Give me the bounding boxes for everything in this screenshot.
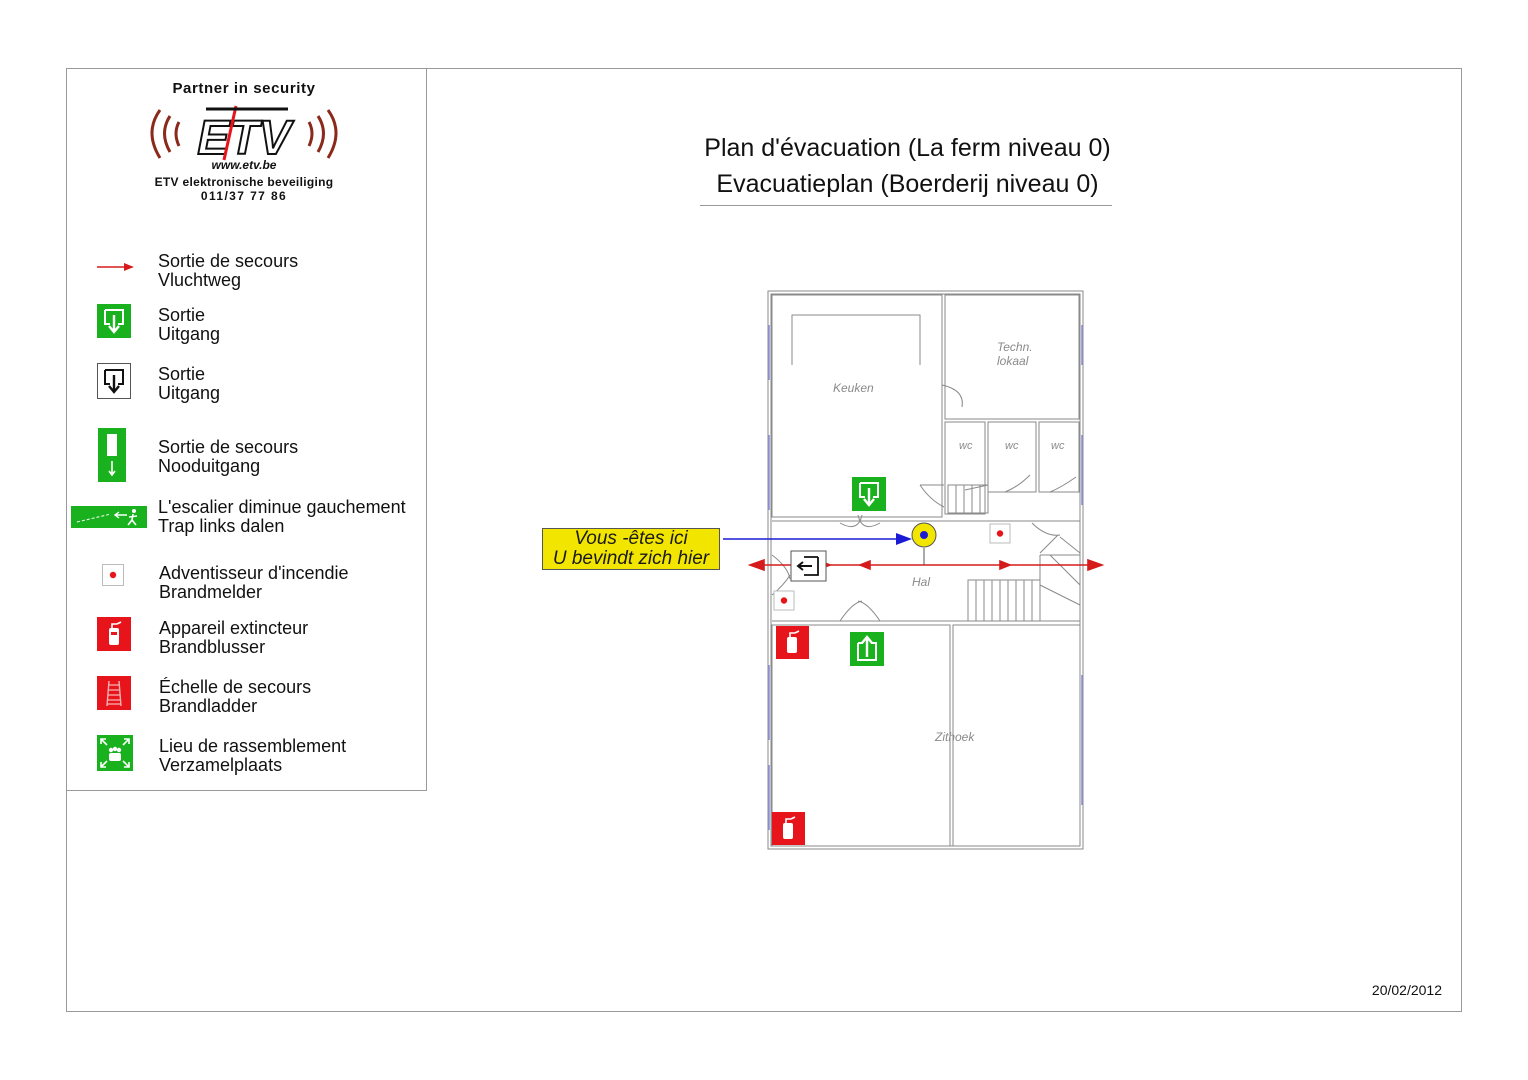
legend-item-label: Adventisseur d'incendie (159, 563, 349, 583)
legend-item-sublabel: Uitgang (158, 383, 221, 403)
you-are-here-marker (911, 522, 937, 565)
legend-item-exit-green: Sortie Uitgang (66, 304, 427, 354)
you-are-here-fr: Vous -êtes ici (574, 528, 688, 549)
you-are-here-nl: U bevindt zich hier (552, 548, 710, 569)
fire-extinguisher-icon (97, 617, 131, 651)
legend-item-sublabel: Brandmelder (159, 582, 263, 602)
logo-mark-text: ETV (197, 112, 294, 162)
etv-logo-mark: ETV (150, 105, 338, 162)
legend-item-extinguisher: Appareil extincteur Brandblusser (66, 617, 427, 667)
legend-item-assembly: Lieu de rassemblement Verzamelplaats (66, 735, 427, 785)
logo-website: www.etv.be (211, 158, 277, 172)
legend-item-stairs: L'escalier diminue gauchement Trap links… (66, 498, 427, 548)
legend-item-sublabel: Vluchtweg (158, 270, 242, 290)
legend-item-label: Appareil extincteur (159, 618, 309, 638)
legend-item-label: L'escalier diminue gauchement (158, 497, 406, 517)
fire-alarm-button-icon (102, 564, 124, 586)
fire-extinguisher-icon (776, 626, 809, 659)
exit-sign-green-icon (850, 632, 884, 666)
logo-company: ETV elektronische beveiliging (154, 175, 334, 189)
legend-item-sublabel: Uitgang (158, 324, 221, 344)
room-label-hal: Hal (912, 575, 931, 589)
room-label-keuken: Keuken (833, 381, 874, 395)
room-label-techn-line1: Techn. (997, 340, 1033, 354)
legend-item-exit-outline: Sortie Uitgang (66, 363, 427, 413)
stairs-down-left-sign-icon (71, 506, 147, 528)
legend-panel: Partner in security ETV www.etv.be ETV e… (66, 68, 427, 791)
you-are-here-label: Vous -êtes ici U bevindt zich hier (542, 528, 720, 570)
legend-item-label: Sortie de secours (158, 437, 299, 457)
legend-item-label: Sortie de secours (158, 251, 299, 271)
legend-item-sublabel: Brandladder (159, 696, 258, 716)
room-label-wc: wc (1005, 440, 1019, 452)
emergency-exit-sign-icon (98, 428, 126, 482)
room-label-techn-line2: lokaal (997, 354, 1029, 368)
legend-item-label: Échelle de secours (159, 677, 312, 697)
exit-sign-outline-icon (97, 363, 131, 399)
floor-plan (723, 290, 1105, 850)
room-label-techn: Techn. lokaal (997, 340, 1033, 368)
exit-sign-green-icon (852, 477, 886, 511)
legend-item-fire-alarm: Adventisseur d'incendie Brandmelder (66, 562, 427, 612)
legend-item-emergency-exit: Sortie de secours Nooduitgang (66, 428, 427, 482)
legend-item-ladder: Échelle de secours Brandladder (66, 676, 427, 726)
plan-title-fr: Plan d'évacuation (La ferm niveau 0) (704, 134, 1111, 162)
exit-sign-green-icon (97, 304, 131, 338)
room-label-wc: wc (1051, 440, 1065, 452)
room-label-zithoek: Zithoek (935, 730, 975, 744)
legend-item-label: Sortie (158, 305, 206, 325)
escape-route-arrow-icon (97, 263, 134, 271)
title-underline (700, 205, 1112, 206)
plan-title: Plan d'évacuation (La ferm niveau 0) Eva… (660, 130, 1155, 202)
legend-item-escape-route: Sortie de secours Vluchtweg (66, 250, 427, 300)
plan-date: 20/02/2012 (1371, 982, 1442, 998)
legend-item-sublabel: Brandblusser (159, 637, 266, 657)
fire-extinguisher-icon (772, 812, 805, 845)
logo-phone: 011/37 77 86 (200, 189, 288, 203)
fire-alarm-button-icon (773, 590, 795, 611)
fire-alarm-button-icon (989, 523, 1011, 544)
fire-ladder-icon (97, 676, 131, 710)
legend-item-sublabel: Verzamelplaats (159, 755, 283, 775)
room-label-wc: wc (959, 440, 973, 452)
assembly-point-icon (97, 735, 133, 771)
legend-item-sublabel: Nooduitgang (158, 456, 261, 476)
legend-item-label: Lieu de rassemblement (159, 736, 347, 756)
legend-item-sublabel: Trap links dalen (158, 516, 285, 536)
plan-title-nl: Evacuatieplan (Boerderij niveau 0) (716, 170, 1099, 198)
plan-frame (66, 68, 1462, 1012)
company-logo: Partner in security ETV www.etv.be ETV e… (136, 74, 352, 204)
legend-item-label: Sortie (158, 364, 206, 384)
exit-sign-outline-icon (790, 550, 827, 582)
logo-tagline: Partner in security (172, 80, 316, 97)
